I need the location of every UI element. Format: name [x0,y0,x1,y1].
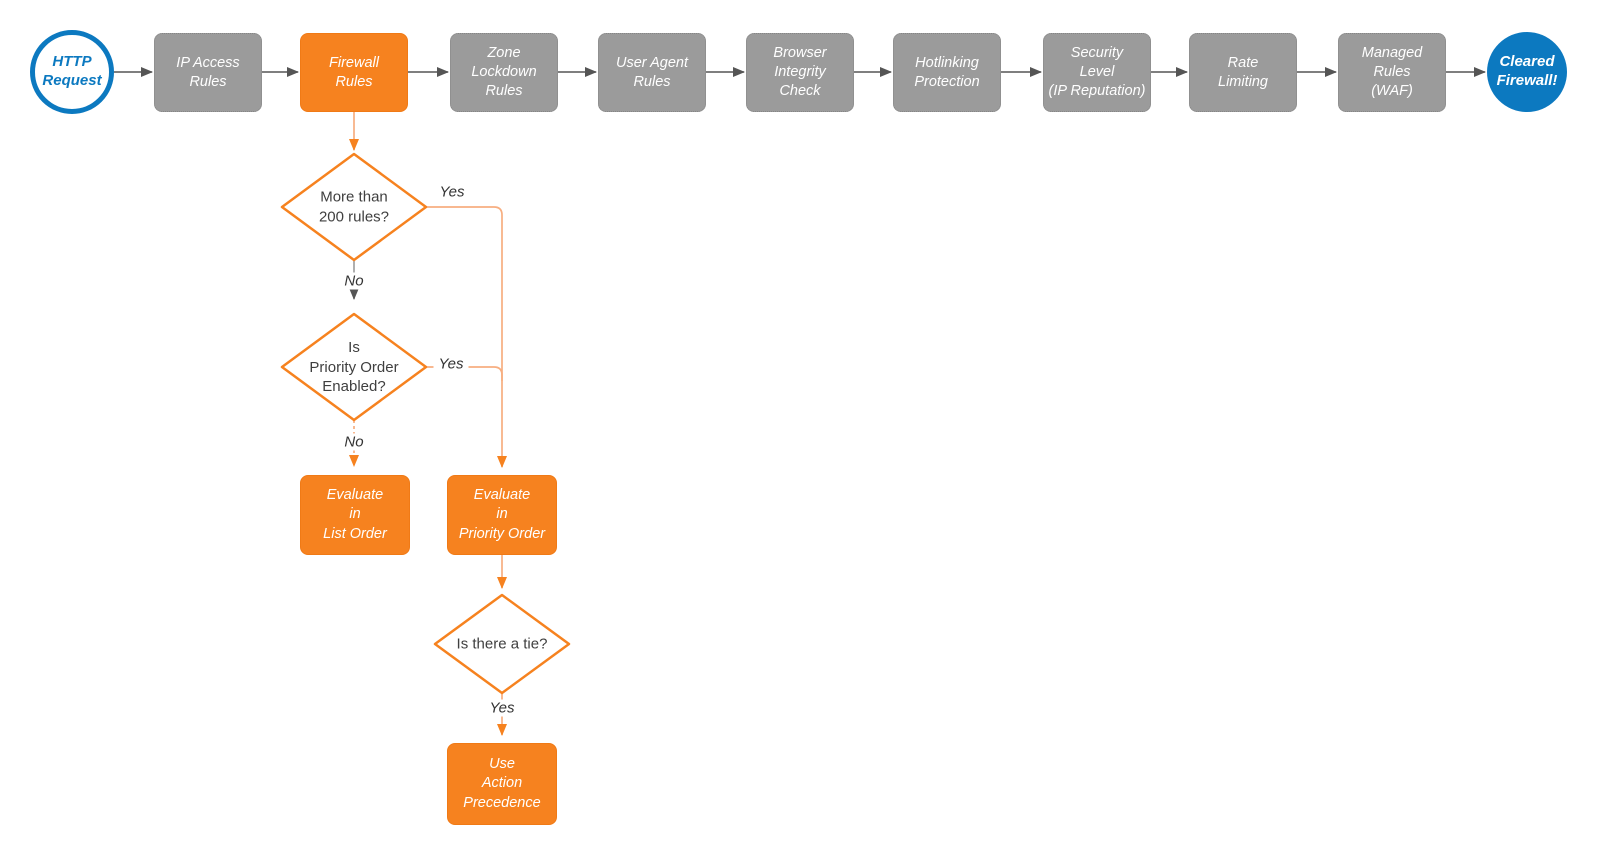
step-browser-integrity-check: Browser Integrity Check [746,33,854,112]
process-evaluate-in-list-order: Evaluate in List Order [300,475,410,555]
edge-label-yes-more-rules: Yes [434,183,470,201]
process-use-action-precedence: Use Action Precedence [447,743,557,825]
step-firewall-rules: Firewall Rules [300,33,408,112]
decision-is-there-a-tie-label: Is there a tie? [456,635,548,653]
step-zone-lockdown-rules: Zone Lockdown Rules [450,33,558,112]
step-hotlinking-protection: Hotlinking Protection [893,33,1001,112]
edge-label-no-priority: No [339,433,369,451]
step-managed-rules-waf: Managed Rules (WAF) [1338,33,1446,112]
edge-label-yes-tie: Yes [484,699,520,717]
end-node-cleared-firewall: Cleared Firewall! [1487,32,1567,112]
edge-decision2-yes [426,366,503,381]
decision-priority-order-enabled-label: Is Priority Order Enabled? [309,338,399,395]
step-user-agent-rules: User Agent Rules [598,33,706,112]
decision-more-than-200-rules-label: More than 200 rules? [318,188,390,226]
edge-label-yes-priority: Yes [433,355,469,373]
start-node-http-request: HTTP Request [30,30,114,114]
decision-shapes [280,152,571,695]
process-evaluate-in-priority-order: Evaluate in Priority Order [447,475,557,555]
decision-is-there-a-tie-shape [433,593,571,695]
edge-decision1-yes [426,206,507,468]
step-ip-access-rules: IP Access Rules [154,33,262,112]
decision-priority-order-enabled-shape [280,312,428,422]
branch-connectors [349,112,507,736]
edge-label-no-more-rules: No [339,272,369,290]
step-rate-limiting: Rate Limiting [1189,33,1297,112]
decision-more-than-200-rules-shape [280,152,428,262]
step-security-level-ip-reputation: Security Level (IP Reputation) [1043,33,1151,112]
